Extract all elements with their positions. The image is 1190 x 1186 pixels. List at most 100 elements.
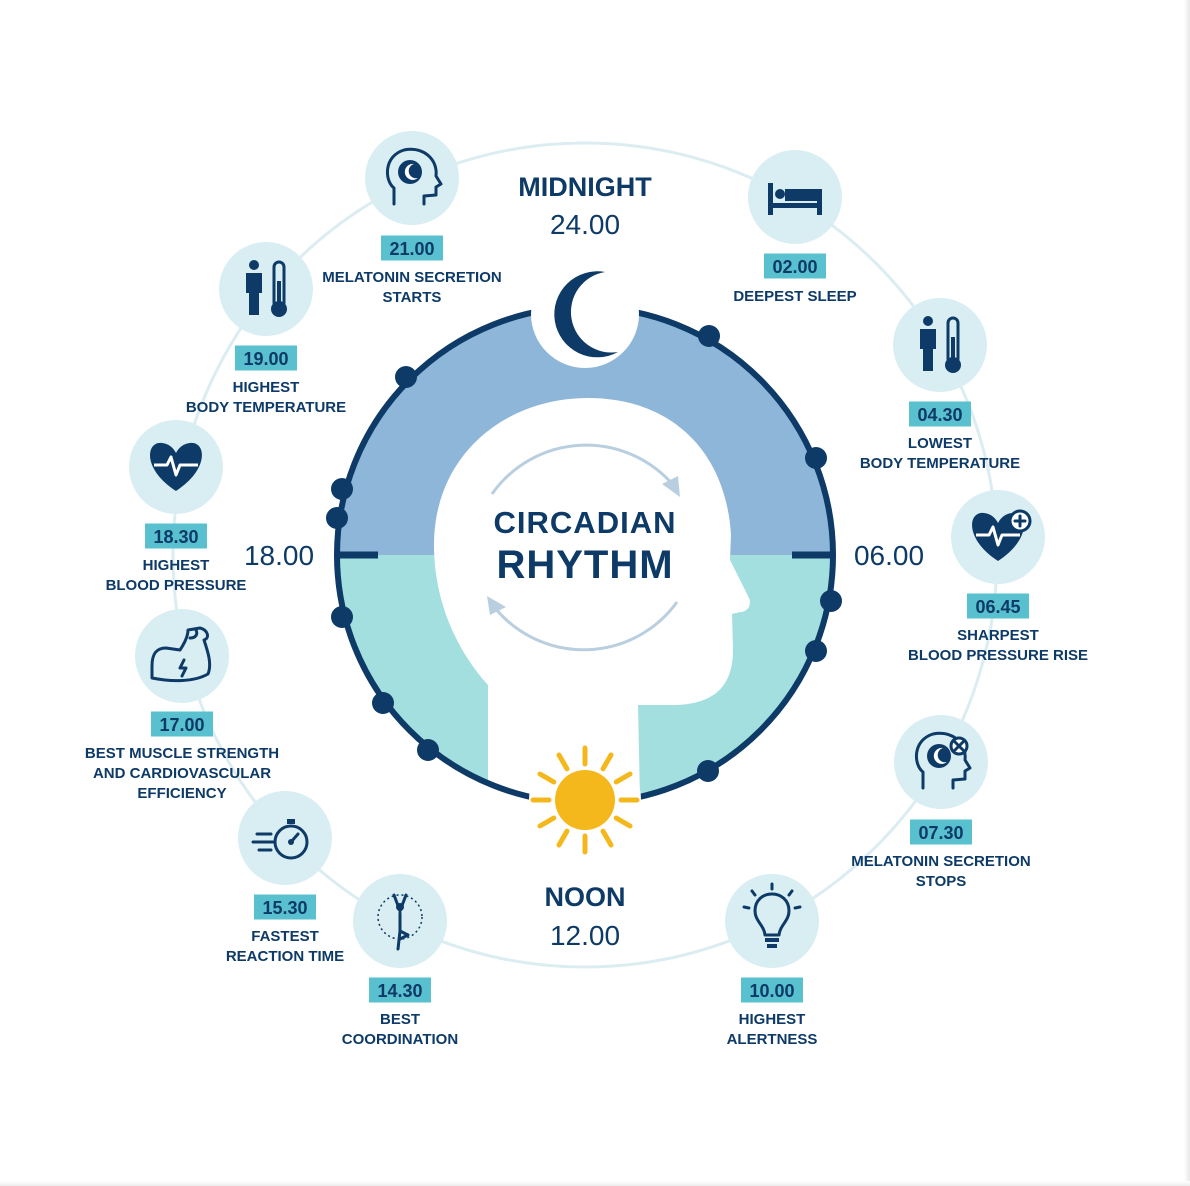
midnight-label: MIDNIGHT [518,172,652,202]
noon-label: NOON [545,882,626,912]
person-thermometer-icon [246,260,287,317]
time-badge-label: 06.45 [975,597,1020,617]
ring-marker-2 [820,590,842,612]
event-description-line: LOWEST [908,435,972,452]
event-description-line: MELATONIN SECRETION [851,853,1030,870]
cycle-arrow-top [490,443,676,495]
time-badge-label: 21.00 [389,239,434,259]
time-badge-label: 02.00 [772,257,817,277]
lightbulb-icon [742,882,802,948]
ring-marker-0 [698,325,720,347]
event-description-line: BLOOD PRESSURE RISE [908,647,1088,664]
bed-icon [768,183,822,215]
ring-marker-4 [697,760,719,782]
event-description-line: STARTS [383,289,442,306]
ring-marker-8 [331,606,353,628]
ring-marker-5 [395,366,417,388]
event-description-line: BLOOD PRESSURE [106,577,247,594]
time-badge [369,977,431,1003]
center-title-line2: RHYTHM [496,543,673,587]
moon-icon [531,260,639,368]
time-badge-label: 14.30 [377,981,422,1001]
time-badge-label: 04.30 [917,405,962,425]
event-description-line: HIGHEST [233,379,300,396]
event-icon-circle [135,609,229,703]
event-icon-circle [893,298,987,392]
time-18-label: 18.00 [244,540,314,571]
event-description-line: BODY TEMPERATURE [186,399,346,416]
time-badge [145,523,207,549]
person-thermometer-icon [920,316,961,373]
time-badge [254,894,316,920]
time-badge [381,235,443,261]
time-badge-label: 18.30 [153,527,198,547]
time-badge [909,401,971,427]
cycle-arrowhead-bottom [487,596,506,615]
yoga-balance-icon [377,893,423,951]
event-description-line: ALERTNESS [727,1031,818,1048]
event-description-line: SHARPEST [957,627,1039,644]
event-description-line: FASTEST [251,928,319,945]
noon-time: 12.00 [550,920,620,951]
stopwatch-icon [251,819,309,860]
time-badge [741,977,803,1003]
head-silhouette [434,398,750,800]
event-description-line: BEST [380,1011,420,1028]
frame-bottom-edge [0,1181,1190,1186]
brain-stop-icon [914,731,972,790]
sun-icon [529,744,641,856]
event-description-line: BODY TEMPERATURE [860,455,1020,472]
ring-marker-6 [331,478,353,500]
time-badge-label: 15.30 [262,898,307,918]
time-badge [151,711,213,737]
ring-event-markers [326,325,842,782]
ring-marker-10 [417,739,439,761]
time-badge [910,819,972,845]
event-description-line: REACTION TIME [226,948,344,965]
ring-marker-9 [372,692,394,714]
ring-marker-3 [805,640,827,662]
time-badge [764,253,826,279]
center-title-line1: CIRCADIAN [494,505,677,540]
time-badge [967,593,1029,619]
cycle-arrowhead-top [662,476,680,497]
event-description-line: EFFICIENCY [137,785,226,802]
event-description-line: STOPS [916,873,967,890]
event-description-line: HIGHEST [739,1011,806,1028]
event-icon-circle [238,791,332,885]
time-badge-label: 07.30 [918,823,963,843]
event-description-line: BEST MUSCLE STRENGTH [85,745,279,762]
muscle-arm-icon [150,626,212,683]
event-description-line: COORDINATION [342,1031,458,1048]
event-description-line: MELATONIN SECRETION [322,269,501,286]
time-badge-label: 19.00 [243,349,288,369]
heart-pulse-icon [150,442,202,491]
event-description-line: AND CARDIOVASCULAR [93,765,271,782]
event-icon-circle [219,242,313,336]
event-description-line: HIGHEST [143,557,210,574]
brain-moon-icon [385,147,443,206]
time-badge-label: 17.00 [159,715,204,735]
event-description-line: DEEPEST SLEEP [733,288,856,305]
ring-marker-7 [326,507,348,529]
time-badge-label: 10.00 [749,981,794,1001]
ring-marker-1 [805,447,827,469]
frame-edge [1184,0,1190,1186]
midnight-time: 24.00 [550,209,620,240]
time-06-label: 06.00 [854,540,924,571]
event-icon-circle [725,874,819,968]
cycle-arrow-bottom [493,601,679,652]
